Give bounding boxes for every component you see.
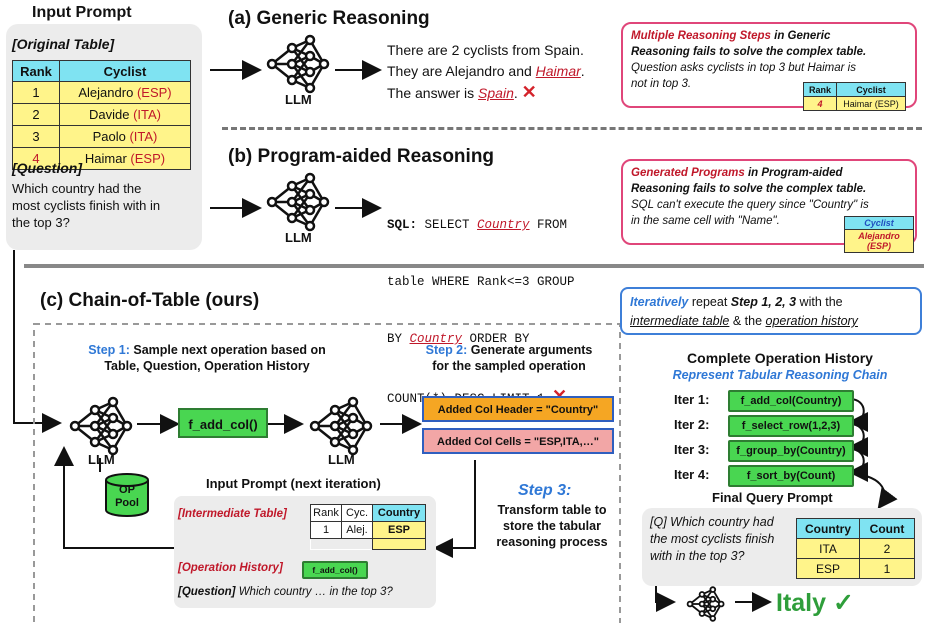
final-query-label: Final Query Prompt	[712, 490, 833, 505]
wrong-mark-icon: ✕	[521, 82, 537, 102]
llm-label: LLM	[285, 92, 312, 107]
history-op-chip: f_add_col()	[302, 561, 368, 579]
history-subtitle: Represent Tabular Reasoning Chain	[672, 368, 888, 382]
program-title: (b) Program-aided Reasoning	[228, 146, 495, 167]
op-pool-label: OP Pool	[115, 484, 139, 509]
iter-label: Iter 2:	[674, 417, 710, 432]
original-table-label: [Original Table]	[12, 36, 115, 52]
iter-label: Iter 4:	[674, 467, 710, 482]
generic-failure-callout: Multiple Reasoning Steps in Generic Reas…	[621, 22, 917, 108]
neural-network-icon	[304, 396, 376, 456]
step1-text: Step 1: Sample next operation based on T…	[88, 343, 326, 373]
history-op-iter4: f_sort_by(Count)	[728, 465, 854, 487]
argument-cells-box: Added Col Cells = "ESP,ITA,…"	[422, 428, 614, 454]
question-label: [Question]	[12, 160, 82, 176]
neural-network-icon	[262, 34, 332, 94]
argument-header-box: Added Col Header = "Country"	[422, 396, 614, 422]
cyclist-cell: Davide (ITA)	[59, 103, 191, 126]
header-rank: Rank	[12, 60, 60, 82]
step3-label: Step 3:	[518, 482, 572, 499]
history-title: Complete Operation History	[687, 350, 873, 366]
iteration-note: Iteratively repeat Step 1, 2, 3 with the…	[620, 287, 922, 335]
intermediate-table: Rank Cyc. Country 1 Alej. ESP	[310, 504, 426, 550]
sampled-operation-box: f_add_col()	[178, 408, 268, 438]
history-op-iter2: f_select_row(1,2,3)	[728, 415, 854, 437]
history-op-iter1: f_add_col(Country)	[728, 390, 854, 412]
iter-label: Iter 3:	[674, 442, 710, 457]
intermediate-table-label: [Intermediate Table]	[178, 508, 287, 520]
program-failure-callout: Generated Programs in Program-aided Reas…	[621, 159, 917, 245]
final-table: Country Count ITA 2 ESP 1	[796, 518, 915, 579]
program-mini-table: Cyclist Alejandro (ESP)	[844, 216, 914, 253]
final-answer: Italy ✓	[776, 589, 854, 617]
neural-network-icon	[676, 586, 734, 622]
op-pool-icon	[104, 472, 150, 518]
step3-text: Transform table to store the tabular rea…	[496, 503, 608, 549]
llm-label: LLM	[328, 452, 355, 467]
generic-mini-table: Rank Cyclist 4 Haimar (ESP)	[803, 82, 906, 111]
llm-label: LLM	[88, 452, 115, 467]
history-op-iter3: f_group_by(Country)	[728, 440, 854, 462]
next-prompt-title: Input Prompt (next iteration)	[206, 476, 381, 491]
step2-text: Step 2: Generate arguments for the sampl…	[425, 343, 593, 373]
neural-network-icon	[262, 172, 332, 232]
chain-title: (c) Chain-of-Table (ours)	[40, 290, 260, 311]
final-question: [Q] Which country had the most cyclists …	[650, 515, 775, 563]
section-divider	[24, 264, 924, 268]
operation-history-label: [Operation History]	[178, 562, 283, 574]
input-prompt-title: Input Prompt	[32, 4, 132, 21]
question-text: Which country had the most cyclists fini…	[12, 181, 161, 230]
generic-answer: There are 2 cyclists from Spain. They ar…	[387, 42, 585, 102]
cyclist-cell: Haimar (ESP)	[59, 147, 191, 170]
section-divider	[222, 127, 922, 130]
original-table: Rank Cyclist 1 Alejandro (ESP) 2 Davide …	[12, 60, 191, 170]
iter-label: Iter 1:	[674, 392, 710, 407]
generic-title: (a) Generic Reasoning	[228, 8, 430, 29]
next-question: [Question] Which country … in the top 3?	[178, 586, 393, 598]
llm-label: LLM	[285, 230, 312, 245]
neural-network-icon	[64, 396, 136, 456]
